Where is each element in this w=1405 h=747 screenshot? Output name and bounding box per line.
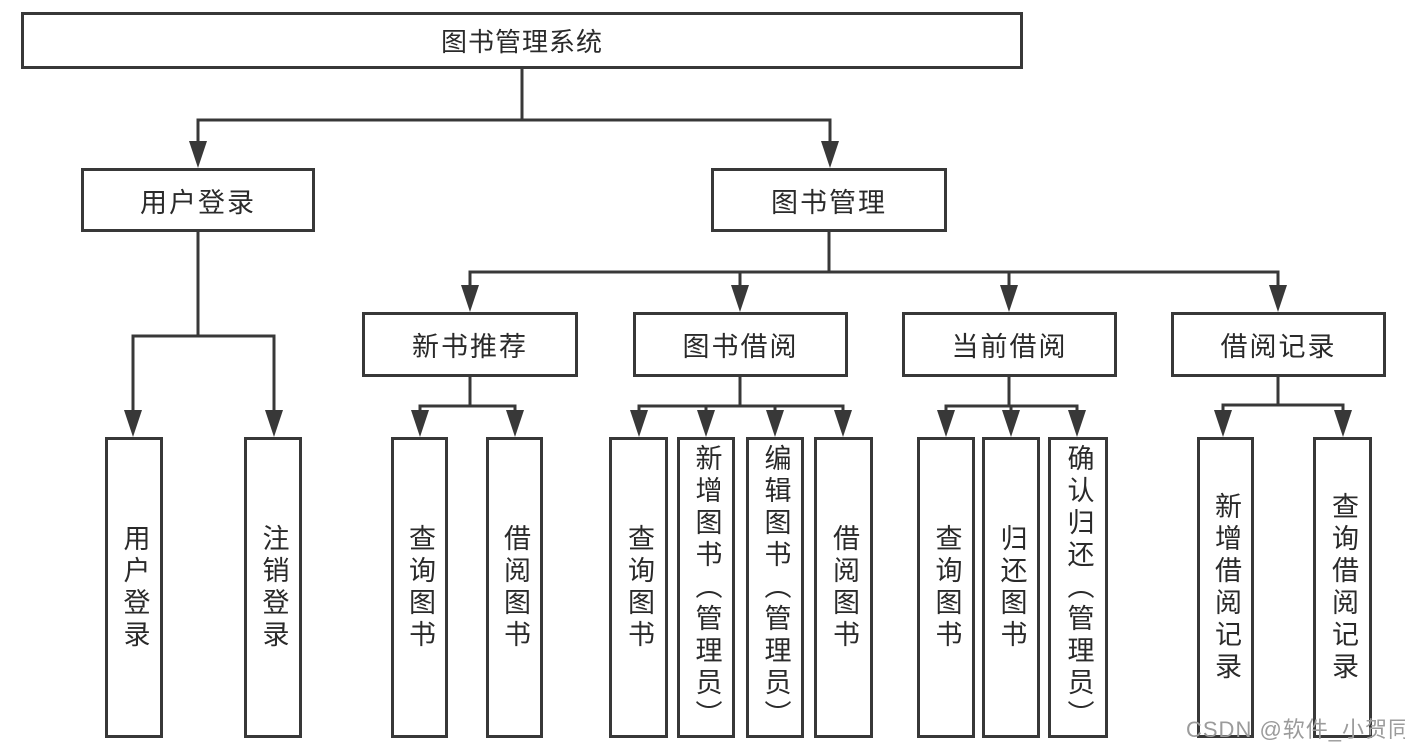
arrowheads-book-borrow-leaves	[630, 410, 852, 437]
connector-book-mgmt-to-level3	[468, 232, 1280, 292]
node-current-borrow: 当前借阅	[902, 312, 1117, 377]
arrowheads-borrow-records-leaves	[1214, 410, 1352, 437]
node-user-login: 用户登录	[81, 168, 315, 232]
leaf-rec-borrow-books-label: 借阅图书	[500, 523, 530, 652]
leaf-bb-borrow-books-label: 借阅图书	[829, 523, 859, 652]
node-book-mgmt: 图书管理	[711, 168, 947, 232]
node-root: 图书管理系统	[21, 12, 1023, 69]
leaf-bb-add-books-label: 新增图书（管理员）	[691, 443, 722, 732]
leaf-bb-add-books: 新增图书（管理员）	[677, 437, 735, 738]
leaf-bb-query-books: 查询图书	[609, 437, 668, 738]
leaf-br-add-record: 新增借阅记录	[1197, 437, 1254, 738]
node-root-label: 图书管理系统	[440, 27, 603, 57]
node-book-mgmt-label: 图书管理	[771, 187, 887, 218]
node-borrow-records: 借阅记录	[1171, 312, 1386, 377]
leaf-logout-label: 注销登录	[258, 523, 289, 652]
node-borrow-records-label: 借阅记录	[1220, 332, 1337, 362]
leaf-br-add-record-label: 新增借阅记录	[1211, 491, 1241, 684]
node-book-borrow-label: 图书借阅	[682, 332, 799, 362]
leaf-logout: 注销登录	[244, 437, 302, 738]
arrowheads-new-book-rec-leaves	[411, 410, 524, 437]
leaf-bb-borrow-books: 借阅图书	[814, 437, 873, 738]
connector-borrow-records-to-leaves	[1221, 377, 1345, 417]
arrowheads-level3	[461, 285, 1287, 312]
leaf-user-login-label: 用户登录	[119, 523, 150, 652]
node-current-borrow-label: 当前借阅	[951, 332, 1068, 362]
connector-new-book-rec-to-leaves	[418, 377, 517, 417]
leaf-rec-query-books-label: 查询图书	[405, 523, 435, 652]
leaf-br-query-record-label: 查询借阅记录	[1328, 491, 1358, 684]
leaf-cb-return-books: 归还图书	[982, 437, 1040, 738]
leaf-cb-confirm-return: 确认归还（管理员）	[1048, 437, 1108, 738]
arrowheads-current-borrow-leaves	[937, 410, 1086, 437]
leaf-br-query-record: 查询借阅记录	[1313, 437, 1372, 738]
leaf-cb-query-books-label: 查询图书	[931, 523, 962, 652]
leaf-cb-query-books: 查询图书	[917, 437, 975, 738]
node-new-book-rec-label: 新书推荐	[412, 332, 528, 362]
connector-current-borrow-to-leaves	[944, 377, 1079, 417]
node-book-borrow: 图书借阅	[633, 312, 848, 377]
leaf-bb-edit-books: 编辑图书（管理员）	[746, 437, 804, 738]
leaf-bb-edit-books-label: 编辑图书（管理员）	[760, 443, 791, 732]
arrowheads-level2	[189, 141, 839, 168]
csdn-watermark: CSDN @软件_小贺同学	[1186, 717, 1405, 742]
leaf-cb-return-books-label: 归还图书	[996, 523, 1027, 652]
leaf-rec-query-books: 查询图书	[391, 437, 448, 738]
connector-root-to-level2	[196, 69, 832, 148]
leaf-user-login: 用户登录	[105, 437, 163, 738]
connector-user-login-to-leaves	[131, 232, 276, 417]
connector-book-borrow-to-leaves	[637, 377, 845, 417]
leaf-cb-confirm-return-label: 确认归还（管理员）	[1063, 443, 1094, 732]
arrowheads-user-login-leaves	[124, 410, 283, 437]
node-new-book-rec: 新书推荐	[362, 312, 578, 377]
node-user-login-label: 用户登录	[140, 187, 256, 218]
leaf-rec-borrow-books: 借阅图书	[486, 437, 543, 738]
leaf-bb-query-books-label: 查询图书	[624, 523, 654, 652]
